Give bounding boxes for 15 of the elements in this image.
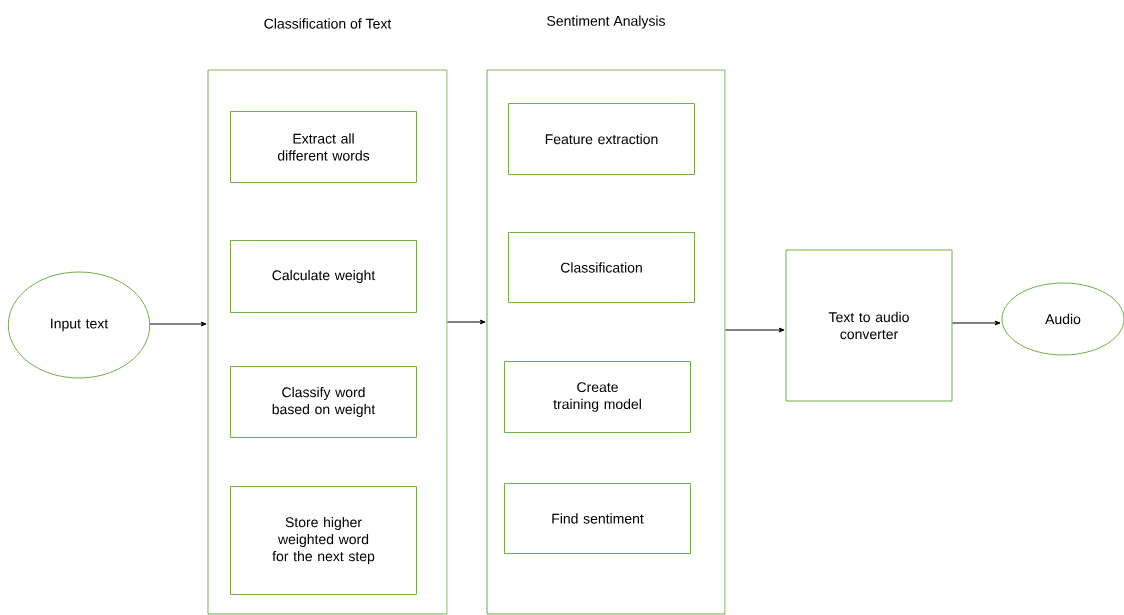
process-box: Calculate weight bbox=[230, 240, 417, 313]
process-box: Classify word based on weight bbox=[230, 366, 417, 438]
process-box: Store higher weighted word for the next step bbox=[230, 486, 417, 595]
process-box: Feature extraction bbox=[508, 103, 695, 175]
process-box: Create training model bbox=[504, 361, 691, 433]
node-label: Sentiment Analysis bbox=[547, 15, 665, 29]
node-label: Classification of Text bbox=[264, 18, 392, 29]
arrow bbox=[447, 319, 486, 325]
process-box: Find sentiment bbox=[504, 483, 691, 554]
process-box: Text to audio converter bbox=[785, 249, 953, 402]
arrow bbox=[952, 320, 1001, 326]
arrow bbox=[725, 327, 785, 333]
arrow bbox=[149, 321, 207, 327]
process-box: Extract all different words bbox=[230, 111, 417, 183]
process-box: Classification bbox=[508, 232, 695, 303]
